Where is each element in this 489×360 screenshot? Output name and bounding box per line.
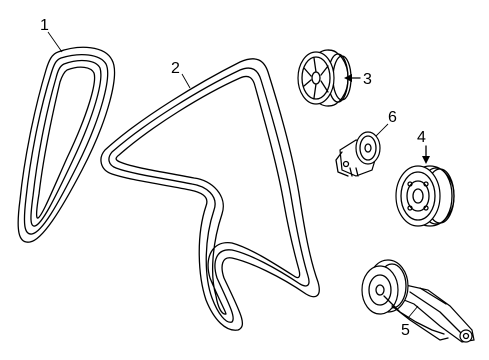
leader-line-6 (375, 123, 389, 137)
callout-5: 5 (401, 322, 410, 339)
drive-belt-1 (17, 46, 116, 243)
callout-1: 1 (40, 17, 49, 34)
leader-line-1 (47, 31, 63, 53)
callout-3: 3 (363, 71, 372, 88)
callout-6: 6 (388, 109, 397, 126)
leader-line-5 (407, 305, 419, 319)
damper-pulley-4 (395, 165, 455, 227)
callout-2: 2 (171, 60, 180, 77)
leader-line-2 (181, 73, 191, 89)
callout-4: 4 (417, 129, 426, 146)
tensioner-6 (335, 131, 381, 177)
idler-bracket-5 (361, 259, 475, 343)
pulley-3 (297, 49, 352, 107)
serpentine-belt-2 (100, 58, 320, 331)
